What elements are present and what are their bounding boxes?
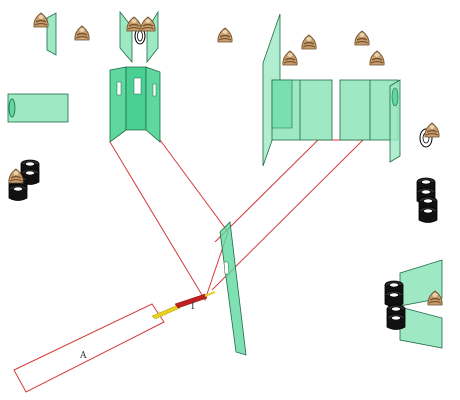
- top-right-complex: [262, 13, 401, 167]
- lane-paths: [13, 139, 365, 393]
- center-panel: [219, 221, 247, 356]
- traffic-cone-icon: [126, 16, 142, 32]
- traffic-cone-icon: [74, 25, 90, 41]
- traffic-cone-icon: [424, 122, 440, 138]
- traffic-cone-icon: [140, 16, 156, 32]
- traffic-cone-icon: [33, 12, 49, 28]
- start-box: [13, 303, 165, 393]
- start-box-label: A: [79, 351, 87, 361]
- ring-marker-icon: [134, 27, 146, 45]
- yellow-segment: [151, 304, 181, 320]
- marker-tail: [204, 291, 216, 297]
- top-flags: [46, 10, 159, 64]
- red-segment: [174, 293, 208, 309]
- traffic-cone-icon: [369, 50, 385, 66]
- red-marker-label: I: [191, 302, 195, 312]
- position-marker: I: [151, 291, 216, 320]
- left-box: [7, 93, 69, 123]
- traffic-cone-icon: [217, 27, 233, 43]
- traffic-cone-icon: [282, 50, 298, 66]
- lane-left: [109, 139, 229, 302]
- traffic-cone-icon: [301, 34, 317, 50]
- traffic-cone-icon: [354, 30, 370, 46]
- tire-stack-icon: [416, 177, 438, 223]
- top-center-structure: [109, 66, 161, 143]
